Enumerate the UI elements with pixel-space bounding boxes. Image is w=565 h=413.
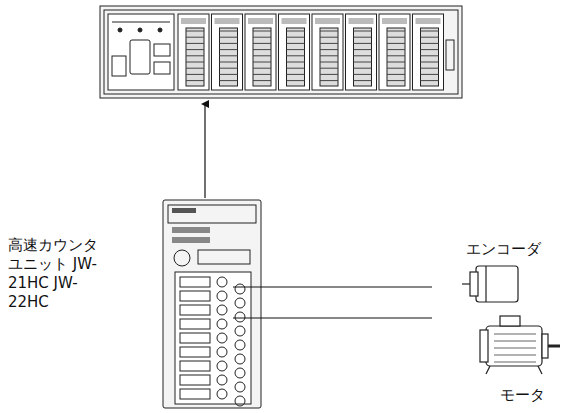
motor-label: モータ — [500, 386, 545, 405]
encoder-label: エンコーダ — [466, 240, 541, 259]
unit-label: 高速カウンタ ユニット JW-21HC JW-22HC — [8, 236, 110, 312]
encoder — [462, 266, 518, 302]
connection-arrow — [204, 104, 205, 198]
plc-rack — [100, 6, 462, 98]
encoder-wire — [233, 287, 432, 288]
motor — [480, 316, 560, 374]
counter-unit — [163, 200, 261, 408]
motor-wire — [233, 318, 432, 319]
